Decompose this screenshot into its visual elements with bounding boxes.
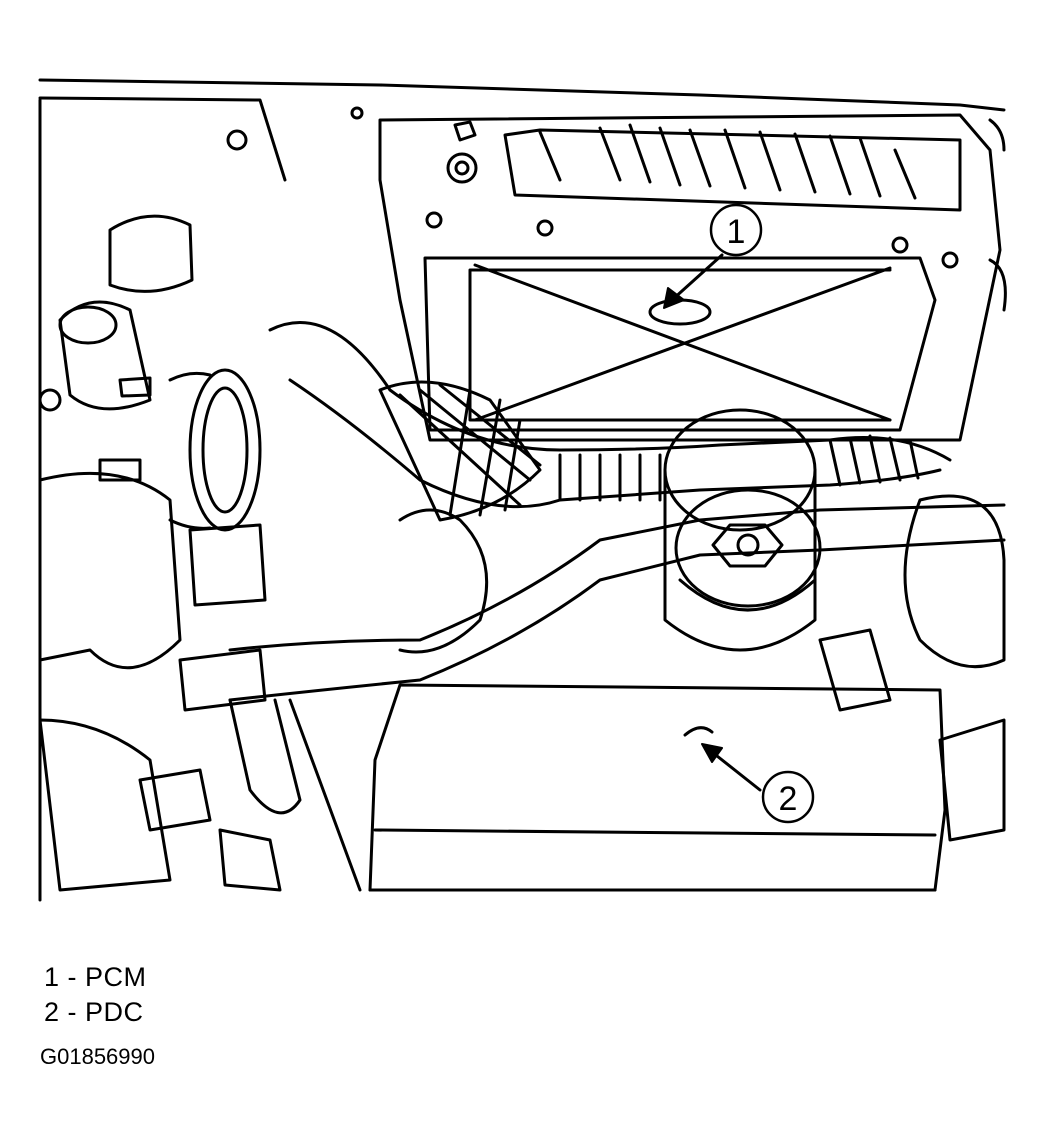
callout-2: 2 (701, 743, 815, 824)
figure-id: G01856990 (40, 1044, 155, 1069)
lower-left-components (38, 458, 362, 892)
pcm-module (378, 113, 1002, 442)
right-hoses (818, 118, 1007, 842)
oil-filter-housing (663, 408, 822, 652)
wiring-harness (178, 321, 1006, 815)
callout-2-number: 2 (779, 780, 798, 818)
legend-item-pdc: 2 - PDC (44, 997, 144, 1027)
pdc-box (368, 683, 947, 892)
callout-1-number: 1 (727, 213, 746, 251)
legend-item-pcm: 1 - PCM (44, 962, 147, 992)
callout-1: 1 (663, 203, 763, 309)
cowl-outline (38, 78, 1006, 902)
throttle-body (38, 214, 262, 532)
